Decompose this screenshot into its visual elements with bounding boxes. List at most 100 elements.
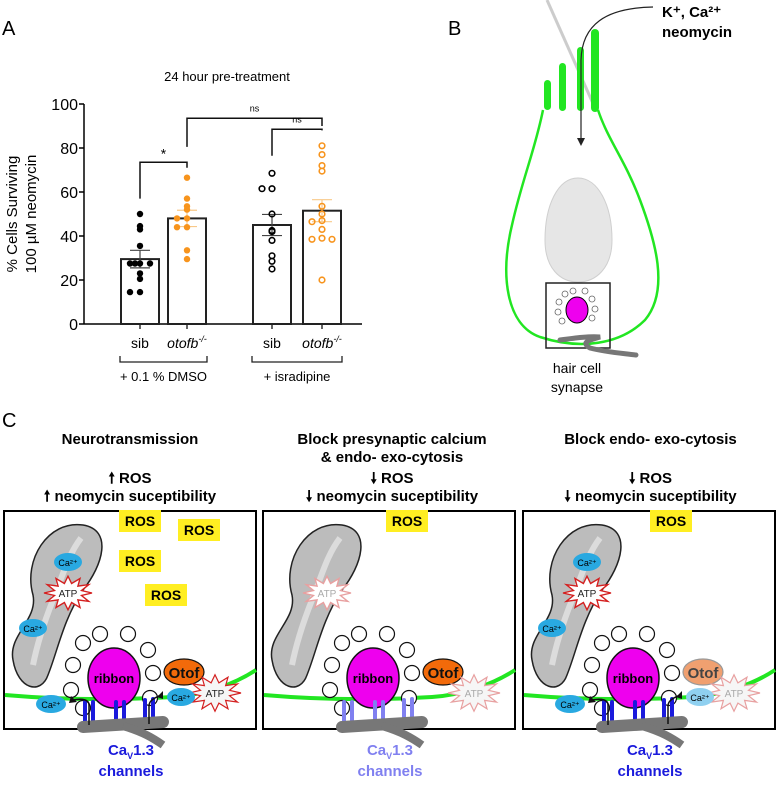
scenario-1-ros-effect: 🠕 ROS (108, 470, 152, 487)
stimulus-ions: K⁺, Ca²⁺ (662, 4, 721, 21)
category-label: otofb-/- (167, 334, 207, 351)
data-point (268, 265, 276, 273)
ros-box (386, 510, 428, 532)
data-point (268, 257, 276, 265)
stereocilium-2 (559, 63, 566, 111)
calcium-ion (573, 553, 601, 571)
synaptic-vesicle (139, 641, 157, 659)
otof-label: Otof (428, 665, 460, 682)
data-point (136, 210, 144, 218)
survival-bar-chart: 24 hour pre-treatment % Cells Surviving … (4, 69, 362, 384)
y-tick-label: 60 (60, 185, 78, 202)
atp-label: ATP (206, 689, 225, 700)
data-point (183, 206, 191, 213)
otoferlin (682, 658, 724, 686)
synaptic-vesicle (350, 625, 368, 643)
data-point (183, 174, 191, 181)
error-bars (130, 199, 332, 269)
data-point (146, 260, 154, 267)
bars (120, 209, 342, 326)
data-point (318, 151, 326, 159)
synaptic-vesicle (663, 664, 681, 682)
otof-label: Otof (169, 665, 201, 682)
down-arrow-icon: 🠗 (370, 470, 377, 487)
group-labels: + 0.1 % DMSO+ isradipine (119, 356, 343, 384)
scenario-2-neomycin-effect: 🠗 neomycin suceptibility (305, 488, 479, 505)
synaptic-vesicle (398, 641, 416, 659)
ros-label: ROS (125, 513, 155, 529)
chart-title: 24 hour pre-treatment (164, 69, 290, 84)
ros-label: ROS (392, 513, 422, 529)
cuticular-plate (545, 0, 597, 109)
data-point (268, 185, 276, 193)
calcium-ion (555, 695, 585, 713)
afferent-branch (121, 722, 166, 749)
plasma-membrane (263, 668, 517, 702)
ros-box (178, 519, 220, 541)
cav13-label: CaV1.3 (108, 742, 154, 761)
data-point (268, 169, 276, 177)
data-point (318, 142, 326, 150)
category-label: otofb-/- (302, 334, 342, 351)
scenario-3-ros-effect: 🠗 ROS (628, 470, 673, 487)
y-tick-label: 0 (69, 317, 78, 334)
data-point (183, 255, 191, 263)
data-point (318, 234, 326, 242)
calcium-label: Ca²⁺ (41, 700, 61, 710)
stereocilium-4 (591, 29, 599, 112)
scenario-2-ros-effect: 🠗 ROS (370, 470, 414, 487)
significance-bracket (271, 128, 323, 156)
y-tick-label: 20 (60, 273, 78, 290)
data-point (318, 202, 326, 210)
ros-label: ROS (656, 513, 686, 529)
synaptic-vesicle (91, 625, 109, 643)
significance-bracket (186, 117, 323, 147)
panel-letter-b: B (448, 18, 462, 40)
data-point (183, 215, 191, 222)
data-point (318, 217, 326, 225)
calcium-label: Ca²⁺ (690, 693, 710, 703)
arrow-head (69, 696, 77, 703)
arrow-head (577, 138, 585, 146)
bar-3 (252, 224, 292, 325)
data-point (308, 218, 316, 226)
channels-label: channels (98, 763, 163, 780)
scenario-1-title: Neurotransmission (61, 431, 199, 448)
calcium-label: Ca²⁺ (171, 693, 191, 703)
ros-box (145, 584, 187, 606)
up-arrow-icon: 🠕 (43, 488, 51, 505)
calcium-influx-arrow (591, 698, 609, 725)
significance-label: ns (292, 114, 302, 124)
afferent-terminal (336, 716, 428, 733)
otoferlin (422, 658, 464, 686)
data-point (268, 236, 276, 244)
atp-label: ATP (59, 589, 78, 600)
ros-box (119, 510, 161, 532)
synaptic-vesicle (144, 664, 162, 682)
synaptic-vesicle (581, 681, 599, 699)
data-point (308, 235, 316, 243)
data-point (268, 228, 276, 236)
hair-cell-diagram: K⁺, Ca²⁺ neomycin hair cell synapse (505, 0, 732, 395)
scenario-3-neomycin-effect: 🠗 neomycin suceptibility (564, 488, 737, 505)
synaptic-vesicle (321, 681, 339, 699)
data-point (173, 215, 181, 222)
data-point (126, 260, 134, 267)
ros-box (119, 550, 161, 572)
panel-letter-c: C (2, 410, 17, 432)
calcium-label: Ca²⁺ (58, 558, 78, 568)
synaptic-vesicle (638, 625, 656, 643)
calcium-label: Ca²⁺ (23, 624, 43, 634)
synaptic-vesicle (378, 625, 396, 643)
significance-bracket (139, 161, 188, 199)
y-tick-label: 40 (60, 229, 78, 246)
data-point (318, 210, 326, 218)
synapse-caption-line1: hair cell (553, 360, 601, 376)
ribbon-label: ribbon (613, 671, 653, 686)
data-point (318, 167, 326, 175)
otof-label: Otof (688, 665, 720, 682)
atp-burst (447, 673, 501, 713)
data-point (268, 210, 276, 218)
y-axis-label-line2: 100 µM neomycin (23, 155, 40, 274)
down-arrow-icon: 🠗 (628, 470, 636, 487)
